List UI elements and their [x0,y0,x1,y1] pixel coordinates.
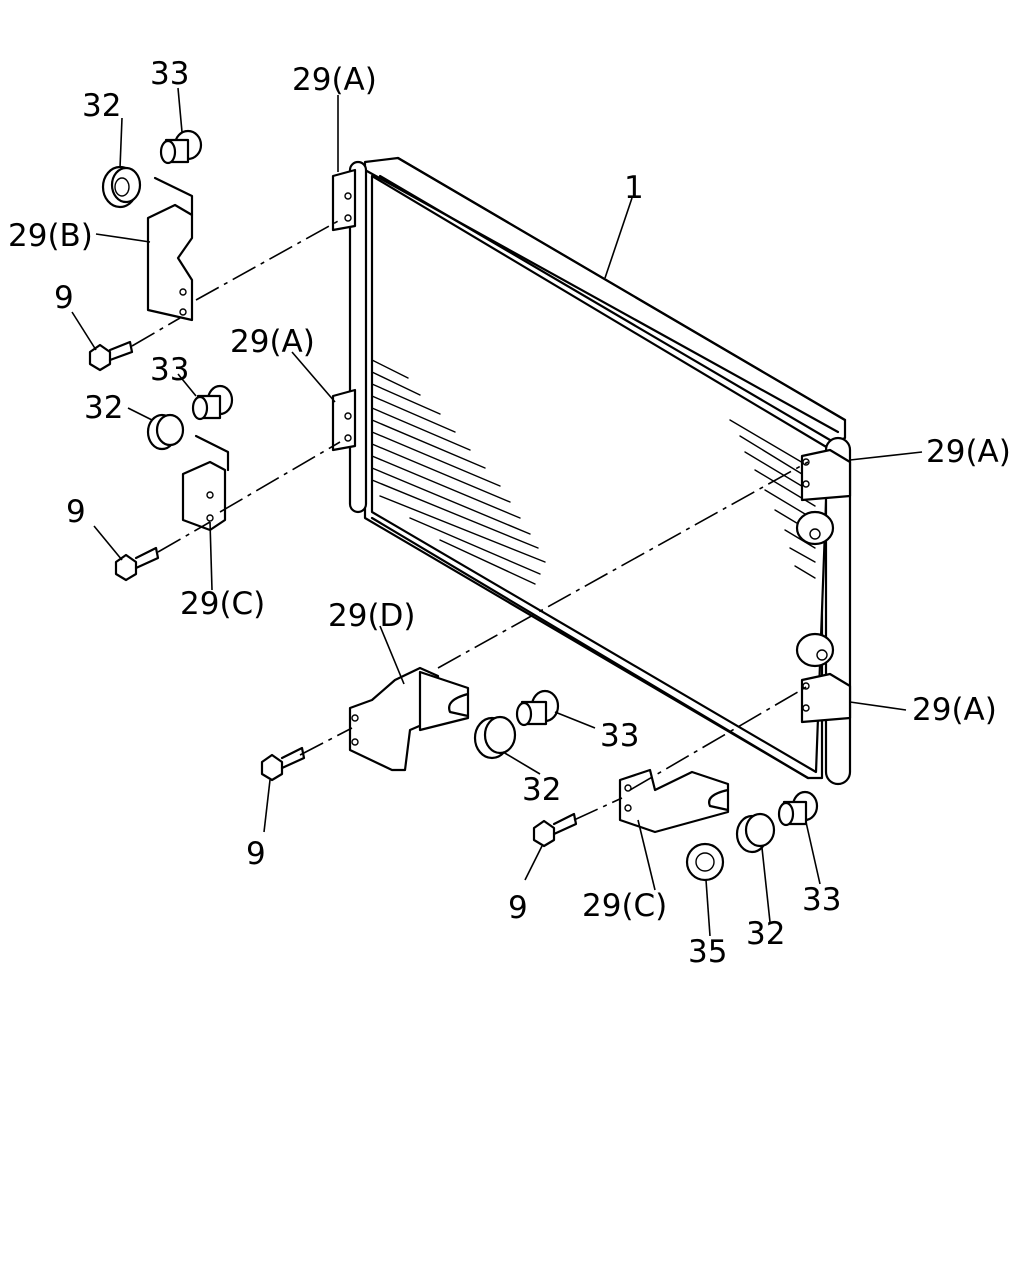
label-bracket-29a-right-upper: 29(A) [926,434,1011,470]
bolt-9-d [532,812,578,848]
grommet-32-a [101,165,142,209]
label-bracket-29c-left: 29(C) [180,586,265,622]
condenser-core [331,156,852,786]
label-collar-33-c: 33 [600,718,639,754]
right-tank-bracket-lower [800,672,852,724]
collar-33-d [777,790,819,827]
label-bracket-29d: 29(D) [328,598,416,634]
label-bracket-29a-top: 29(A) [292,62,377,98]
assembly-center-lines [131,219,809,821]
collar-33-a [159,129,203,165]
part-labels: 1 29(A) 29(A) 29(A) 29(A) 29(B) 29(C) 29… [8,56,1011,970]
left-tank-bracket-lower [331,388,357,452]
label-bracket-29a-right-lower: 29(A) [912,692,997,728]
label-grommet-32-a: 32 [82,88,121,124]
bolt-9-b [114,546,160,582]
grommet-32-c [473,715,517,760]
right-tank-mount-lower [795,632,835,668]
label-collar-33-d: 33 [802,882,841,918]
nut-35 [685,842,725,882]
label-grommet-32-d: 32 [746,916,785,952]
label-collar-33-b: 33 [150,352,189,388]
label-bolt-9-c: 9 [246,836,266,872]
core-fins [371,359,816,585]
label-nut-35: 35 [688,934,727,970]
label-bolt-9-d: 9 [508,890,528,926]
label-part-1: 1 [624,170,644,206]
label-bracket-29c-bottom: 29(C) [582,888,667,924]
grommet-32-b [146,413,185,451]
label-bolt-9-a: 9 [54,280,74,316]
bracket-29c-bottom [618,768,730,834]
leader-lines [71,87,923,937]
collar-33-b [191,384,234,421]
bracket-29b [146,176,194,322]
label-bracket-29a-mid: 29(A) [230,324,315,360]
label-grommet-32-c: 32 [522,772,561,808]
label-bolt-9-b: 9 [66,494,86,530]
bolt-9-a [88,340,134,372]
right-tank-bracket-upper [800,448,852,502]
bracket-29d [348,666,470,772]
right-tank-mount-upper [795,510,835,546]
label-bracket-29b: 29(B) [8,218,93,254]
grommet-32-d [735,812,776,854]
bracket-29c-left [181,434,230,532]
left-tank-bracket-upper [331,168,357,232]
label-grommet-32-b: 32 [84,390,123,426]
bolt-9-c [260,746,306,782]
label-collar-33-a: 33 [150,56,189,92]
collar-33-c [515,689,560,727]
